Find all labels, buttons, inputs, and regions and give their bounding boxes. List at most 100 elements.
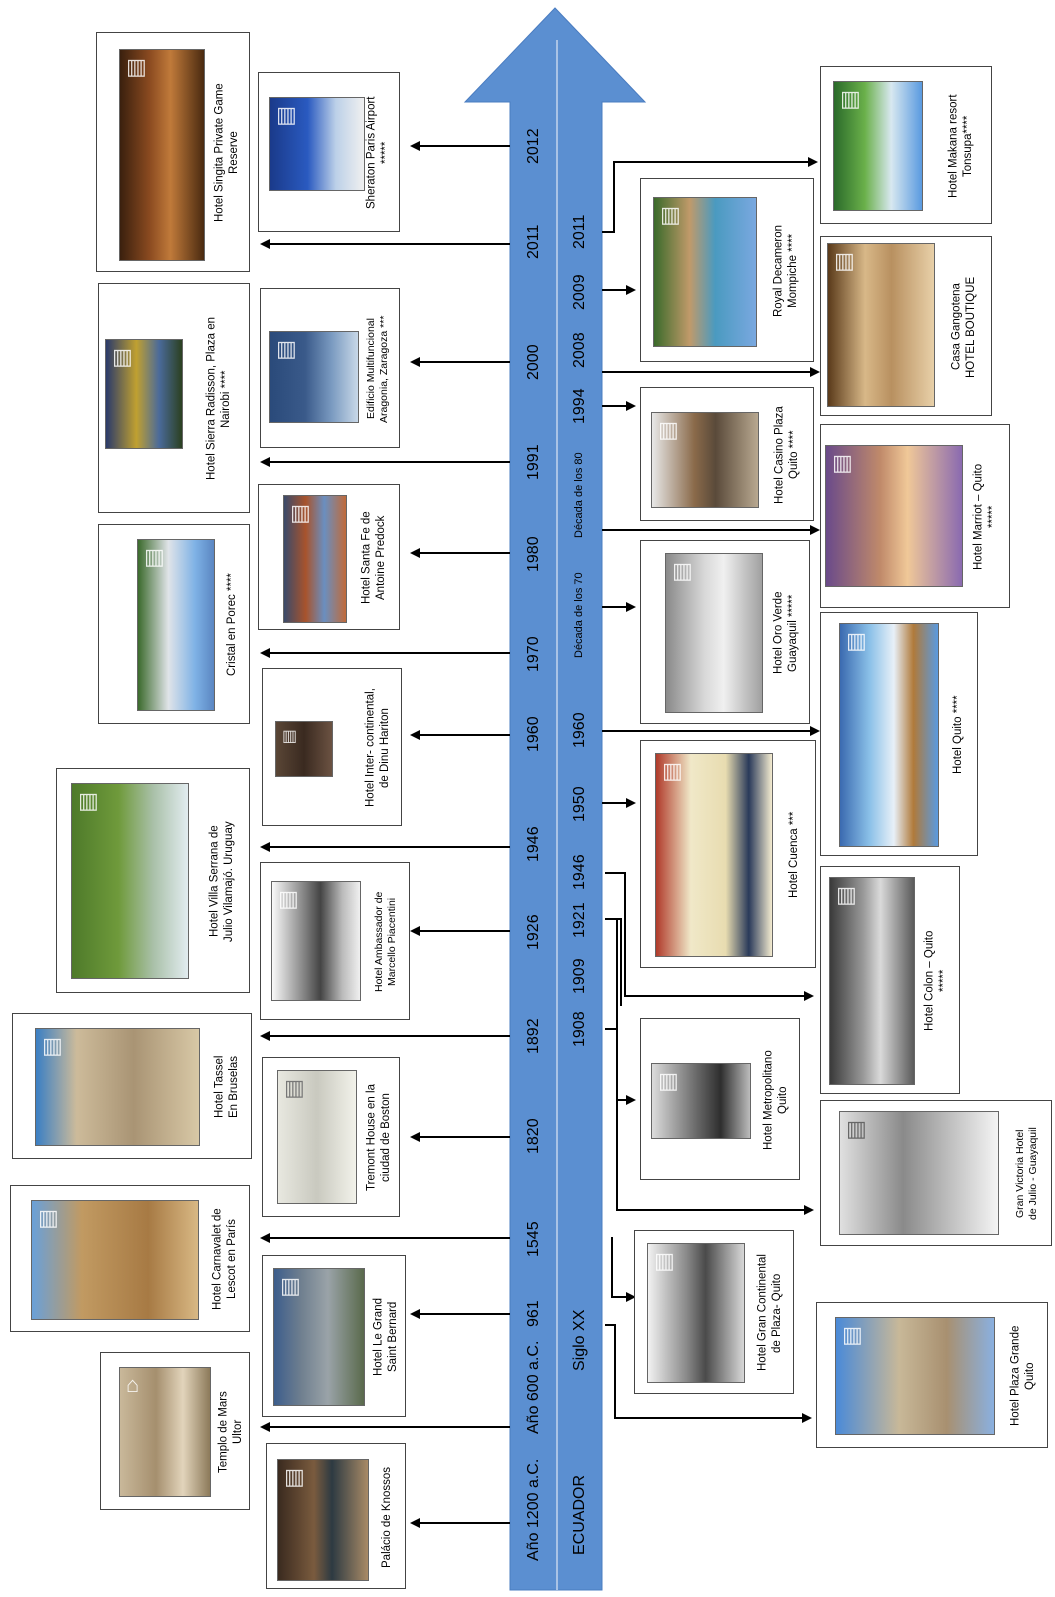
hotel-card: ▥ Hotel Plaza Grande Quito	[816, 1302, 1048, 1448]
hotel-photo: ⌂	[119, 1367, 211, 1497]
hotel-caption: Hotel Villa Serrana de Julio Vilamajó. U…	[208, 821, 235, 942]
building-icon: ▥	[278, 886, 299, 911]
hotel-caption: Edificio Multifuncional Aragonia, Zarago…	[364, 315, 390, 423]
hotel-card: ▥ Casa Gangotena HOTEL BOUTIQUE	[820, 236, 992, 416]
world-year-label: 1991	[525, 444, 542, 480]
building-icon: ▥	[38, 1205, 59, 1230]
world-connectors	[260, 141, 510, 1528]
building-icon: ▥	[662, 758, 683, 783]
hotel-card: ▥ Hotel Metropolitano Quito	[640, 1018, 800, 1180]
hotel-card: ▥ Palácio de Knossos	[266, 1443, 406, 1589]
ecuador-connectors	[602, 157, 820, 1423]
world-year-label: 2011	[525, 224, 542, 260]
ecuador-year-label: 2009	[571, 274, 588, 310]
hotel-card: ▥ Hotel Ambassador de Marcello Piacentin…	[260, 862, 410, 1020]
hotel-caption: Hotel Carnavalet de Lescot en París	[211, 1208, 238, 1311]
hotel-photo: ▥	[839, 1111, 999, 1235]
ecuador-year-label: 1908	[571, 1011, 588, 1047]
hotel-caption: Hotel Singita Private Game Reserve	[213, 83, 240, 223]
building-icon: ▥	[658, 1068, 679, 1093]
building-icon: ▥	[846, 1116, 867, 1141]
hotel-card: ▥ Hotel Le Grand Saint Bernard	[262, 1255, 406, 1417]
hotel-caption: Hotel Metropolitano Quito	[762, 1050, 789, 1150]
hotel-card: ▥ Hotel Marriot – Quito *****	[820, 424, 1010, 608]
building-icon: ▥	[654, 1248, 675, 1273]
hotel-photo: ▥	[839, 623, 939, 847]
building-icon: ▥	[280, 1273, 301, 1298]
hotel-card: ▥ Hotel Makana resort Tonsupa****	[820, 66, 992, 224]
building-icon: ▥	[832, 450, 853, 475]
hotel-card: ▥ Cristal en Porec ****	[98, 524, 250, 724]
world-year-label: 1946	[525, 826, 542, 862]
ecuador-year-label: 1909	[571, 958, 588, 994]
building-icon: ▥	[836, 882, 857, 907]
ecuador-year-label: 1950	[571, 786, 588, 822]
hotel-caption: Hotel Plaza Grande Quito	[1009, 1325, 1036, 1427]
building-icon: ▥	[284, 1075, 305, 1100]
ecuador-year-label: Década de los 80	[573, 452, 585, 538]
building-icon: ▥	[78, 788, 99, 813]
hotel-photo: ▥	[269, 97, 365, 191]
world-year-label: Año 1200 a.C.	[525, 1458, 542, 1562]
hotel-photo: ▥	[647, 1243, 745, 1383]
hotel-caption: Hotel Cuenca ***	[787, 811, 800, 899]
ecuador-year-label: 1994	[571, 388, 588, 424]
building-icon: ▥	[112, 344, 133, 369]
world-year-label: 1545	[525, 1221, 542, 1257]
hotel-photo: ▥	[277, 1459, 369, 1581]
hotel-caption: Hotel Santa Fe de Antoine Predock	[360, 511, 387, 605]
hotel-photo: ▥	[827, 243, 935, 407]
hotel-photo: ▥	[275, 721, 333, 777]
building-icon: ▥	[834, 248, 855, 273]
hotel-card: ▥ Hotel Inter- continental, de Dinu Hari…	[262, 668, 402, 826]
ecuador-year-label: 2011	[571, 214, 588, 250]
building-icon: ▥	[672, 558, 693, 583]
world-year-label: 1980	[525, 536, 542, 572]
hotel-photo: ▥	[271, 881, 361, 1001]
building-icon: ▥	[42, 1033, 63, 1058]
world-year-label: 1820	[525, 1118, 542, 1154]
timeline-axis	[463, 7, 647, 1591]
hotel-photo: ▥	[833, 81, 923, 211]
hotel-card: ▥ Hotel Carnavalet de Lescot en París	[10, 1185, 250, 1332]
hotel-card: ▥ Hotel Singita Private Game Reserve	[96, 32, 250, 272]
hotel-photo: ▥	[651, 412, 759, 508]
hotel-photo: ▥	[283, 495, 347, 623]
ecuador-year-label: Década de los 70	[573, 572, 585, 658]
hotel-photo: ▥	[835, 1317, 995, 1435]
hotel-photo: ▥	[653, 197, 757, 347]
world-year-label: 1926	[525, 914, 542, 950]
ecuador-year-label: 1921	[571, 902, 588, 938]
world-year-label: 2000	[525, 344, 542, 380]
ecuador-year-label: 1946	[571, 854, 588, 890]
hotel-caption: Hotel Sierra Radisson, Plaza en Nairobi …	[205, 317, 232, 481]
hotel-caption: Casa Gangotena HOTEL BOUTIQUE	[950, 276, 977, 378]
hotel-photo: ▥	[655, 753, 773, 957]
hotel-caption: Hotel Inter- continental, de Dinu Harito…	[364, 688, 391, 808]
world-year-label: 1970	[525, 636, 542, 672]
hotel-photo: ▥	[665, 553, 763, 713]
hotel-card: ▥ Hotel Sierra Radisson, Plaza en Nairob…	[98, 283, 250, 513]
hotel-caption: Hotel Ambassador de Marcello Piacentini	[372, 891, 398, 993]
hotel-photo: ▥	[105, 339, 183, 449]
hotel-card: ⌂ Templo de Mars Ultor	[100, 1352, 250, 1510]
hotel-card: ▥ Hotel Quito ****	[820, 612, 978, 856]
hotel-card: ▥ Hotel Villa Serrana de Julio Vilamajó.…	[56, 768, 250, 993]
hotel-caption: Cristal en Porec ****	[225, 573, 238, 677]
hotel-caption: Tremont House en la ciudad de Boston	[365, 1084, 392, 1192]
hotel-card: ▥ Hotel Cuenca ***	[640, 740, 816, 968]
hotel-photo: ▥	[273, 1268, 365, 1406]
ecuador-year-label: ECUADOR	[571, 1474, 588, 1555]
ecuador-year-label: 1960	[571, 712, 588, 748]
building-icon: ▥	[276, 102, 297, 127]
hotel-photo: ▥	[829, 877, 915, 1085]
building-icon: ▥	[276, 336, 297, 361]
ecuador-year-label: 2008	[571, 332, 588, 368]
ecuador-year-label: Siglo XX	[571, 1309, 588, 1371]
hotel-caption: Royal Decameron Mompiche ****	[772, 224, 799, 318]
hotel-card: ▥ Hotel Santa Fe de Antoine Predock	[258, 484, 400, 630]
hotel-photo: ▥	[31, 1200, 199, 1320]
building-icon: ▥	[126, 54, 147, 79]
hotel-caption: Hotel Gran Continental de Plaza- Quito	[756, 1254, 783, 1372]
